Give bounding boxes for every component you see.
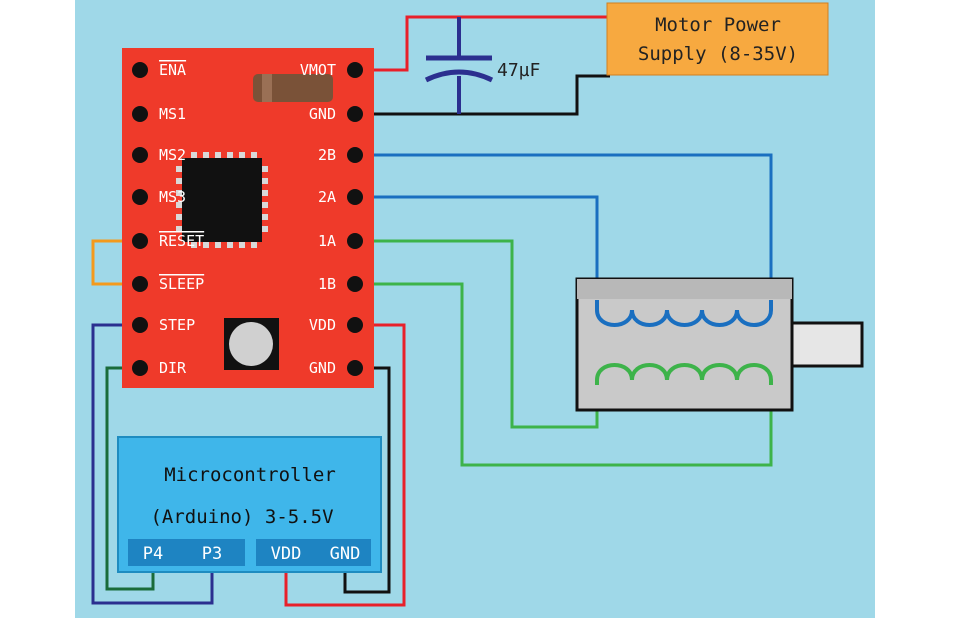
psu-label-line2: Supply (8-35V) [638, 43, 798, 65]
pin-dot-right-vdd-6 [347, 317, 363, 333]
pin-dot-right-2a-3 [347, 189, 363, 205]
chip-pin [227, 242, 233, 248]
pin-label-ms1: MS1 [159, 105, 186, 123]
wire-dir [105, 366, 155, 591]
chip-pin [251, 152, 257, 158]
chip-pin [215, 242, 221, 248]
stepper-motor [575, 277, 864, 412]
chip-pin [262, 190, 268, 196]
motor-power-supply [606, 2, 829, 76]
capacitor [424, 55, 494, 83]
chip-pin [191, 242, 197, 248]
pin-dot-left-ms3 [132, 189, 148, 205]
motor-shaft [788, 321, 864, 368]
pin-label-vmot-0: VMOT [300, 61, 336, 79]
pin-label-gnd-7: GND [309, 359, 336, 377]
wire-vdd [284, 323, 406, 607]
pin-label-gnd-1: GND [309, 105, 336, 123]
pin-dot-left-dir [132, 360, 148, 376]
chip-pin [176, 226, 182, 232]
pin-label-dir: DIR [159, 359, 187, 377]
wire-gnd-power [355, 74, 610, 116]
coil-green [595, 363, 773, 385]
board-resistor-band [262, 74, 272, 102]
wire-1b [355, 282, 773, 467]
pin-label-reset: RESET [159, 232, 204, 250]
wire-2a [355, 195, 599, 300]
pin-label-vdd-6: VDD [309, 316, 336, 334]
wire-step [91, 323, 214, 605]
mcu-pin-vdd: VDD [271, 544, 302, 564]
pin-dot-left-reset [132, 233, 148, 249]
pin-dot-left-sleep [132, 276, 148, 292]
pin-label-2a-3: 2A [318, 188, 336, 206]
pin-dot-left-ms1 [132, 106, 148, 122]
chip-pin [227, 152, 233, 158]
wire-gnd-logic [343, 366, 391, 594]
pin-label-1b-5: 1B [318, 275, 336, 293]
pin-label-step: STEP [159, 316, 195, 334]
pin-label-1a-4: 1A [318, 232, 336, 250]
pin-dot-left-ena [132, 62, 148, 78]
pin-dot-right-gnd-7 [347, 360, 363, 376]
chip-pin [262, 226, 268, 232]
psu-label-line1: Motor Power [655, 14, 781, 36]
pin-dot-right-2b-2 [347, 147, 363, 163]
mcu-label-line2: (Arduino) 3-5.5V [150, 506, 333, 528]
pin-dot-left-step [132, 317, 148, 333]
chip-pin [176, 202, 182, 208]
chip-pin [262, 166, 268, 172]
wire-vmot-power [355, 15, 610, 72]
pin-dot-right-vmot-0 [347, 62, 363, 78]
pin-label-ms3: MS3 [159, 188, 186, 206]
mcu-pin-strip-left [128, 539, 245, 566]
chip-pin [191, 152, 197, 158]
chip-pin [176, 178, 182, 184]
board-resistor [253, 74, 333, 102]
pin-label-ms2: MS2 [159, 146, 186, 164]
mcu-pin-p4: P4 [143, 544, 163, 564]
pin-dot-right-1b-5 [347, 276, 363, 292]
pin-dot-left-ms2 [132, 147, 148, 163]
chip-pin [176, 214, 182, 220]
pin-dot-right-gnd-1 [347, 106, 363, 122]
chip-pin [262, 214, 268, 220]
pin-label-2b-2: 2B [318, 146, 336, 164]
driver-chip [176, 152, 268, 248]
right-pin-group: VMOT GND 2B 2A 1A 1B VDD GND [300, 61, 363, 377]
chip-pin [203, 152, 209, 158]
motor-body [575, 277, 794, 412]
mcu-pin-gnd: GND [330, 544, 361, 564]
motor-body-shade [577, 279, 792, 299]
mcu-pin-p3: P3 [202, 544, 222, 564]
potentiometer-knob [229, 322, 273, 366]
chip-pin [203, 242, 209, 248]
chip-pin [239, 242, 245, 248]
pin-label-ena: ENA [159, 61, 186, 79]
chip-pin [215, 152, 221, 158]
chip-pin [176, 166, 182, 172]
pin-label-sleep: SLEEP [159, 275, 204, 293]
capacitor-label: 47µF [497, 60, 540, 81]
mcu-label-line1: Microcontroller [164, 464, 336, 486]
chip-pin [262, 202, 268, 208]
coil-blue [595, 300, 773, 327]
mcu-pin-strip-right [256, 539, 371, 566]
wire-2b [355, 153, 773, 300]
wire-1a [355, 239, 599, 429]
chip-pin [251, 242, 257, 248]
chip-pin [176, 190, 182, 196]
wire-reset-sleep [91, 239, 140, 286]
pin-dot-right-1a-4 [347, 233, 363, 249]
chip-pin [262, 178, 268, 184]
chip-pin [239, 152, 245, 158]
